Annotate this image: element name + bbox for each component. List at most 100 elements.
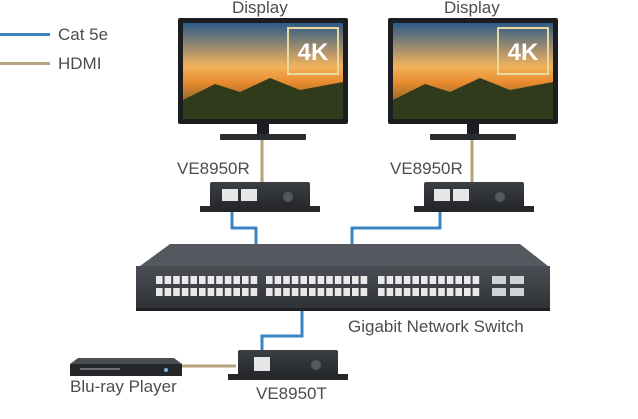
receiver-left-label: VE8950R (177, 159, 250, 178)
switch-port (386, 288, 394, 296)
network-switch (136, 244, 550, 311)
bluray-player-led (164, 368, 168, 372)
switch-port (403, 276, 411, 284)
switch-port (438, 276, 445, 284)
cat5e-cable-transmitter (260, 298, 304, 358)
switch-port (224, 288, 232, 296)
switch-port (378, 276, 385, 284)
switch-port (378, 288, 385, 296)
switch-port (446, 276, 454, 284)
bluray-player-top (70, 358, 182, 364)
switch-port (181, 276, 189, 284)
switch-port (395, 288, 402, 296)
switch-port (233, 288, 240, 296)
network-switch-edge (136, 308, 550, 311)
switch-port (199, 276, 206, 284)
switch-port (300, 288, 307, 296)
switch-port (472, 288, 480, 296)
hdmi-cables (182, 140, 474, 368)
switch-port (199, 288, 206, 296)
switch-port (181, 288, 189, 296)
display-right-label: Display (444, 0, 500, 17)
receiver-left-rj45-port (222, 189, 238, 201)
legend-hdmi-swatch (0, 62, 50, 65)
switch-port (352, 276, 359, 284)
switch-port (164, 288, 172, 296)
switch-port (412, 288, 419, 296)
switch-port (242, 276, 249, 284)
display-left (178, 18, 348, 140)
switch-port (403, 288, 411, 296)
switch-port (156, 276, 163, 284)
switch-port (216, 276, 223, 284)
network-switch-front (136, 266, 550, 310)
switch-port (334, 276, 342, 284)
switch-port (395, 276, 402, 284)
switch-port (283, 276, 290, 284)
switch-port (207, 276, 215, 284)
switch-port (250, 276, 258, 284)
transmitter-body (238, 350, 338, 380)
switch-port (224, 276, 232, 284)
switch-port (156, 288, 163, 296)
switch-port (216, 288, 223, 296)
switch-port (326, 288, 333, 296)
display-right-base (430, 134, 516, 140)
switch-port (309, 276, 316, 284)
switch-port (274, 288, 282, 296)
display-left-4k-frame (287, 27, 339, 75)
switch-port (429, 288, 437, 296)
switch-port (164, 276, 172, 284)
display-left-hills (183, 78, 343, 119)
receiver-right (414, 182, 534, 212)
switch-port (283, 288, 290, 296)
switch-port (207, 288, 215, 296)
switch-port (274, 276, 282, 284)
legend-hdmi: HDMI (0, 55, 101, 72)
bluray-player-label: Blu-ray Player (70, 377, 177, 396)
bluray-player-front (70, 364, 182, 376)
legend-cat5e: Cat 5e (0, 26, 108, 43)
network-switch-top (140, 244, 548, 266)
switch-port (412, 276, 419, 284)
switch-port (291, 288, 299, 296)
switch-port (343, 288, 350, 296)
switch-port (190, 276, 197, 284)
switch-port (421, 288, 428, 296)
bluray-player (70, 358, 182, 376)
switch-sfp-slot (510, 276, 524, 284)
receiver-right-hdmi-port (453, 189, 469, 201)
receiver-right-rj45-port (434, 189, 450, 201)
switch-port (266, 288, 273, 296)
switch-port (334, 288, 342, 296)
switch-port (455, 288, 462, 296)
switch-port (250, 288, 258, 296)
switch-port (464, 276, 471, 284)
transmitter-power-jack (311, 360, 321, 370)
switch-port (291, 276, 299, 284)
switch-port (309, 288, 316, 296)
switch-sfp-slot (492, 276, 506, 284)
switch-port (472, 276, 480, 284)
display-left-neck (257, 124, 269, 134)
transmitter-rj45-port (254, 357, 270, 371)
receiver-right-label: VE8950R (390, 159, 463, 178)
receiver-left-hdmi-port (241, 189, 257, 201)
switch-port (464, 288, 471, 296)
display-right-hills (393, 78, 553, 119)
switch-port (266, 276, 273, 284)
receiver-right-power-jack (495, 192, 505, 202)
switch-port (173, 276, 180, 284)
display-right (388, 18, 558, 140)
switch-port (343, 276, 350, 284)
display-left-label: Display (232, 0, 288, 17)
switch-port (429, 276, 437, 284)
switch-port (421, 276, 428, 284)
display-right-neck (467, 124, 479, 134)
switch-port (317, 276, 325, 284)
switch-port (317, 288, 325, 296)
switch-port (326, 276, 333, 284)
display-left-4k-badge: 4K (298, 39, 329, 66)
